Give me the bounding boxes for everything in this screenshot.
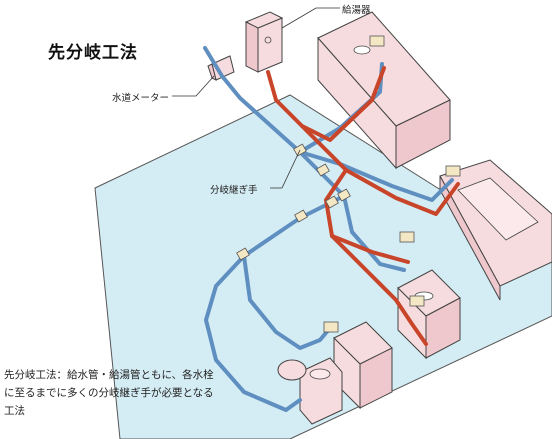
faucets: [323, 35, 461, 333]
bathtub: [439, 159, 552, 301]
water-heater-unit: [244, 11, 284, 73]
floor-area: [94, 94, 552, 439]
water-meter-label: 水道メーター: [112, 93, 170, 104]
toilet: [277, 357, 343, 425]
branch-joints: [236, 143, 351, 261]
branch-joint-label: 分岐継ぎ手: [210, 185, 258, 196]
water-heater-label: 給湯器: [342, 5, 371, 16]
sink-cabinet: [333, 321, 393, 410]
hot-water-pipes: [266, 66, 460, 346]
page-title: 先分岐工法: [48, 43, 138, 63]
callout-lines: [172, 7, 340, 189]
caption: 先分岐工法：給水管・給湯管ともに、各水栓に至るまでに多くの分岐継ぎ手が必要となる…: [4, 369, 214, 417]
